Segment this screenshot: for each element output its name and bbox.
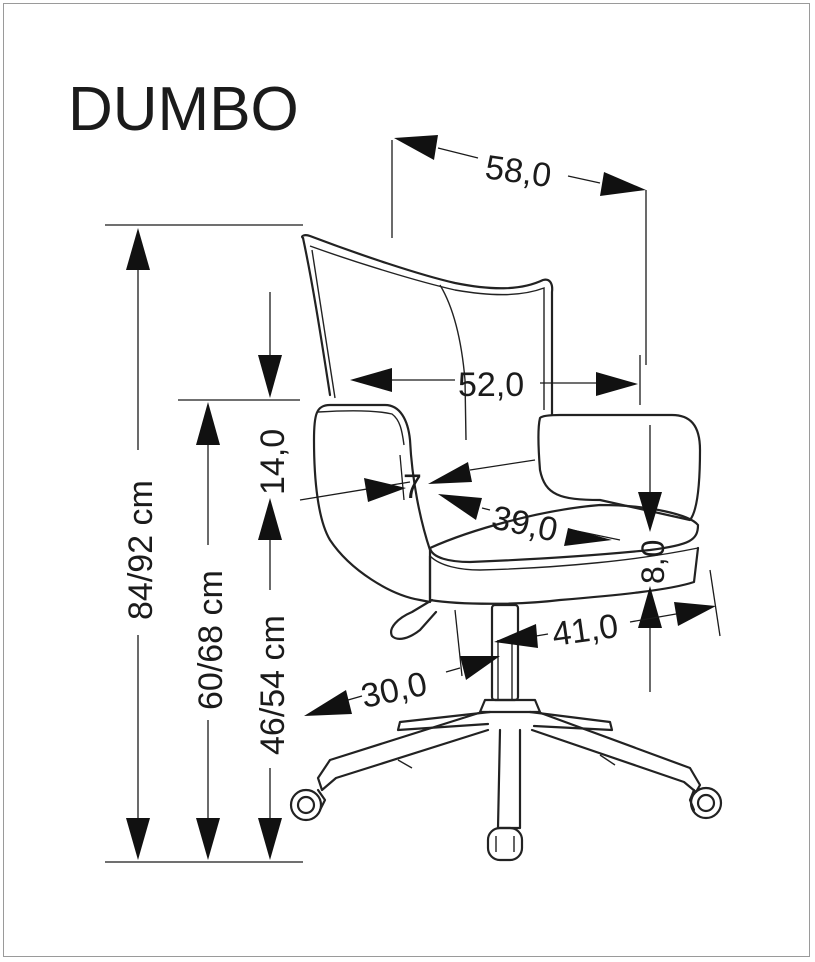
label-seat-thickness: 8,0 [635, 540, 671, 584]
seat-cushion [428, 503, 700, 564]
dimension-armrest-height: 60/68 cm [192, 402, 230, 860]
label-backrest-angle: 7 [403, 468, 422, 506]
height-lever [390, 598, 438, 640]
backrest-outline [301, 234, 554, 417]
dimension-seat-depth: 39,0 [438, 494, 621, 550]
label-width: 52,0 [458, 366, 524, 404]
dimension-backrest-angle: 7 [364, 454, 536, 506]
image-frame [3, 3, 810, 957]
dimension-seat-width: 41,0 [454, 569, 721, 677]
dimension-total-height: 84/92 cm [122, 228, 160, 860]
dimension-width: 52,0 [350, 366, 638, 404]
product-title: DUMBO [68, 75, 299, 144]
dimension-seat-height: 46/54 cm [254, 498, 292, 860]
label-seat-width: 41,0 [550, 607, 621, 654]
label-base-offset: 30,0 [358, 665, 431, 716]
label-seat-height: 46/54 cm [254, 615, 292, 755]
label-armrest-height: 60/68 cm [192, 570, 230, 710]
right-armrest [537, 413, 702, 522]
chair-drawing [289, 234, 723, 862]
extension-lines [105, 140, 647, 863]
dimension-depth: 58,0 [394, 135, 646, 196]
label-depth: 58,0 [483, 148, 554, 195]
left-armrest [312, 403, 432, 604]
label-seat-depth: 39,0 [488, 499, 561, 550]
label-armrest-to-seat: 14,0 [254, 429, 292, 495]
dimension-base-offset: 30,0 [304, 656, 500, 716]
dimension-armrest-to-seat: 14,0 [254, 292, 292, 495]
gas-lift [490, 603, 520, 702]
star-base [289, 698, 723, 862]
dimension-seat-thickness: 8,0 [635, 425, 671, 692]
label-total-height: 84/92 cm [122, 480, 160, 620]
